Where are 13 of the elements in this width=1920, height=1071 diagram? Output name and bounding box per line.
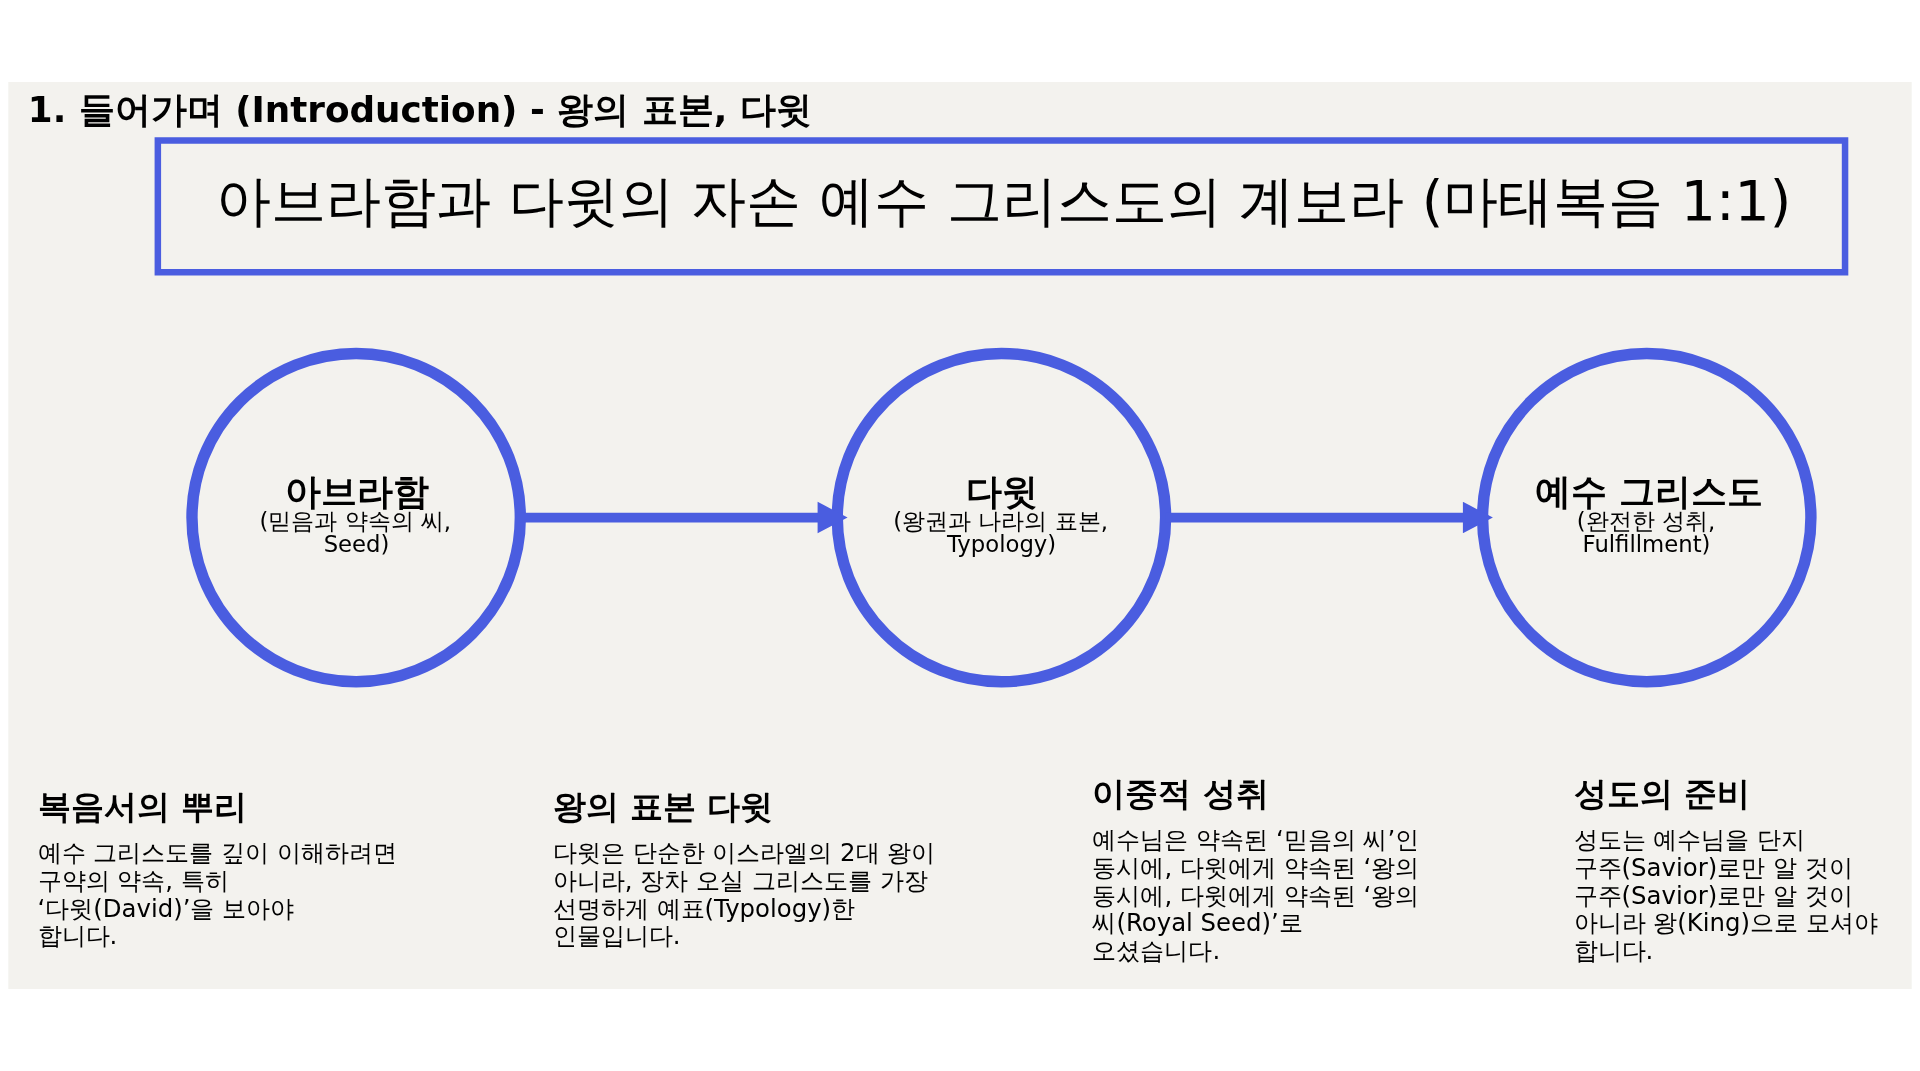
- label: 성도의 준비: [1573, 774, 1750, 813]
- node-circle: 다윗 (왕권과 나라의 표본, Typology): [831, 347, 1172, 688]
- label: 성도는 예수님을 단지 구주(Savior)로만 알 것이 구주(Savior)로만 알 것이 아니라 왕(King)으로 모셔야 합니다.: [1573, 825, 1878, 965]
- diagram-title: 1. 들어가며 (Introduction) - 왕의 표본, 다윗: [27, 88, 812, 130]
- node-circle: 아브라함 (믿음과 약속의 씨, Seed): [186, 347, 526, 688]
- label: 예수님은 약속된 ‘믿음의 씨’인 동시에, 다윗에게 약속된 ‘왕의 동시에, 다윗에게 약속된 ‘왕의 씨(Royal Seed)’로 오셨습니다.: [1092, 825, 1420, 965]
- label: 이중적 성취: [1092, 774, 1269, 813]
- label: 다윗은 단순한 이스라엘의 2대 왕이 아니라, 장차 오실 그리스도를 가장 선명하게 예표(Typology)한 인물입니다.: [552, 838, 936, 951]
- label: 복음서의 뿌리: [37, 787, 247, 826]
- node-circle: 예수 그리스도 (완전한 성취, Fulfillment): [1476, 347, 1817, 688]
- node-box: 아브라함과 다윗의 자손 예수 그리스도의 계보라 (마태복음 1:1): [154, 137, 1849, 276]
- label: 왕의 표본 다윗: [552, 787, 774, 826]
- label: 예수 그리스도를 깊이 이해하려면 구약의 약속, 특히 ‘다윗(David)’을 보아야 합니다.: [37, 838, 397, 951]
